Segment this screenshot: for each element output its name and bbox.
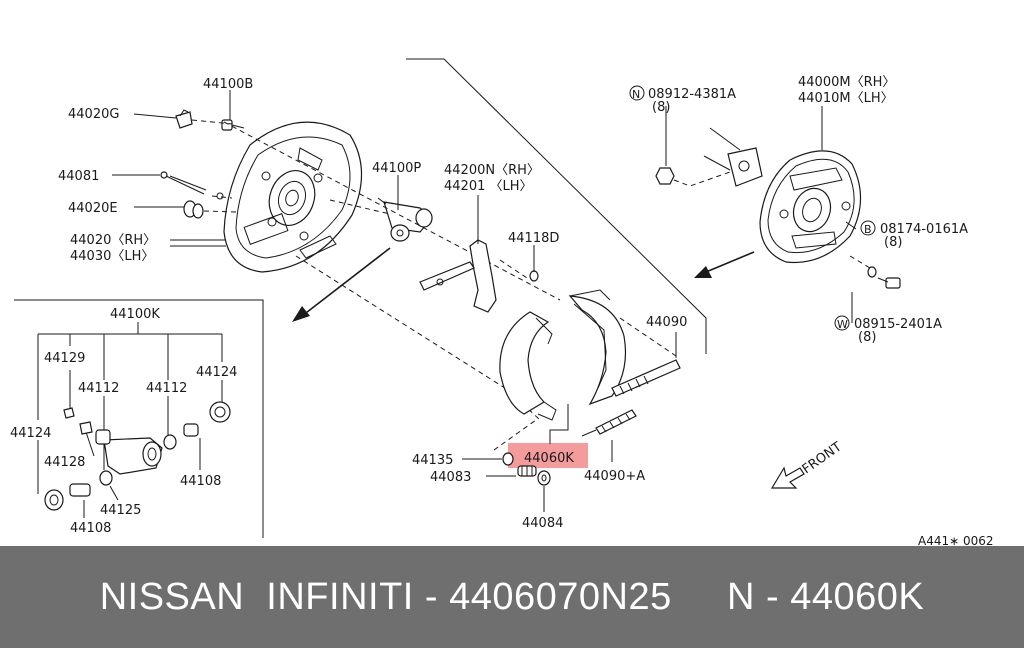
part-44200N-parking-lever: [419, 239, 497, 313]
label-08174: 08174-0161A: [880, 222, 968, 237]
inset-label-44125: 44125: [100, 503, 141, 518]
label-44020: 44020〈RH〉: [70, 233, 156, 248]
caption-text: NISSAN INFINITI - 4406070N25 N - 44060K: [99, 575, 925, 618]
left-backing-plate: [223, 121, 363, 273]
label-44200N: 44200N〈RH〉: [444, 163, 540, 178]
inset-label-44112-b: 44112: [146, 381, 187, 396]
label-44083: 44083: [430, 470, 471, 485]
part-hub-cap-plate: [703, 127, 763, 187]
part-44100P-wheel-cylinder: [377, 197, 433, 242]
part-44020G-grommet: [175, 109, 193, 129]
label-44090: 44090: [646, 315, 687, 330]
n-symbol-circle: [629, 85, 645, 101]
part-44100B-bolt: [221, 119, 245, 131]
part-44083-spring: [517, 465, 537, 477]
caption-bar: NISSAN INFINITI - 4406070N25 N - 44060K: [0, 546, 1024, 648]
section-divider-line: [406, 58, 707, 354]
leader-dash-44020G: [191, 119, 233, 125]
assembly-dash-4: [619, 317, 677, 357]
label-44020E: 44020E: [68, 201, 118, 216]
part-44090-adjuster: [611, 359, 681, 397]
assembly-dash-5: [499, 259, 531, 281]
inset-label-44112-a: 44112: [78, 381, 119, 396]
inset-kit: 44100K 44129 44112 44112 44124 44124 441…: [10, 307, 237, 536]
assembly-arrow-left: [292, 247, 391, 322]
inset-label-44124-b: 44124: [196, 365, 237, 380]
part-44090A-spring: [581, 409, 637, 437]
symbol-N: N: [632, 88, 640, 101]
highlight-44060K: [508, 443, 588, 468]
part-44081-lever: [160, 171, 207, 195]
inset-label-44108-b: 44108: [180, 474, 221, 489]
label-44000M: 44000M〈RH〉: [798, 75, 895, 90]
symbol-B: B: [864, 223, 872, 236]
w-symbol-circle: [834, 315, 850, 331]
label-08912: 08912-4381A: [648, 87, 736, 102]
part-08912-nut: [655, 167, 675, 185]
label-44201: 44201 〈LH〉: [444, 179, 533, 194]
label-44020G: 44020G: [68, 107, 119, 122]
assembly-dash-1: [223, 121, 561, 301]
inset-label-44129: 44129: [44, 351, 85, 366]
b-symbol-circle: [860, 220, 876, 236]
leader-dash-08915: [849, 255, 871, 269]
right-backing-plate: [759, 150, 862, 264]
assembly-dash-2: [295, 255, 541, 421]
label-44090A: 44090+A: [584, 469, 645, 484]
small-washer: [216, 192, 224, 200]
label-44118D: 44118D: [508, 231, 559, 246]
inset-label-44124-a: 44124: [10, 426, 51, 441]
leader-dash-08912: [673, 171, 731, 187]
leader-lines: [112, 90, 857, 512]
front-label: FRONT: [800, 439, 845, 477]
leader-dash-plate: [211, 195, 233, 199]
assembly-dash-3: [329, 199, 391, 215]
part-44020E-grommet: [183, 200, 204, 219]
part-44118D-washer: [529, 270, 539, 282]
inset-label-44108-a: 44108: [70, 521, 111, 536]
inset-label-44100K: 44100K: [110, 307, 160, 322]
label-44081: 44081: [58, 169, 99, 184]
part-08915-washer: [867, 266, 877, 278]
part-44135-clip: [502, 452, 514, 466]
diagram-code: A441∗ 0062: [918, 534, 994, 546]
label-44100B: 44100B: [203, 77, 253, 92]
part-44084-retainer: [537, 470, 551, 486]
symbol-W: W: [837, 318, 848, 331]
label-44135: 44135: [412, 453, 453, 468]
part-44060K-brake-shoes: [499, 289, 627, 421]
front-arrow-icon: [770, 466, 805, 489]
label-08915: 08915-2401A: [854, 317, 942, 332]
label-44010M: 44010M〈LH〉: [798, 91, 894, 106]
label-08174-qty: (8): [884, 235, 902, 250]
inset-label-44128: 44128: [44, 455, 85, 470]
inset-frame: [14, 299, 264, 538]
label-44030: 44030〈LH〉: [70, 249, 154, 264]
brake-parts-diagram: 44100B 44020G 44081 44020E 44020〈RH〉 440…: [10, 58, 994, 546]
assembly-arrow-right: [694, 251, 755, 278]
label-44060K: 44060K: [524, 451, 574, 466]
label-08912-qty: (8): [652, 100, 670, 115]
label-44100P: 44100P: [372, 161, 421, 176]
label-08915-qty: (8): [858, 330, 876, 345]
part-08174-bolt: [877, 277, 901, 289]
label-44084: 44084: [522, 516, 563, 531]
